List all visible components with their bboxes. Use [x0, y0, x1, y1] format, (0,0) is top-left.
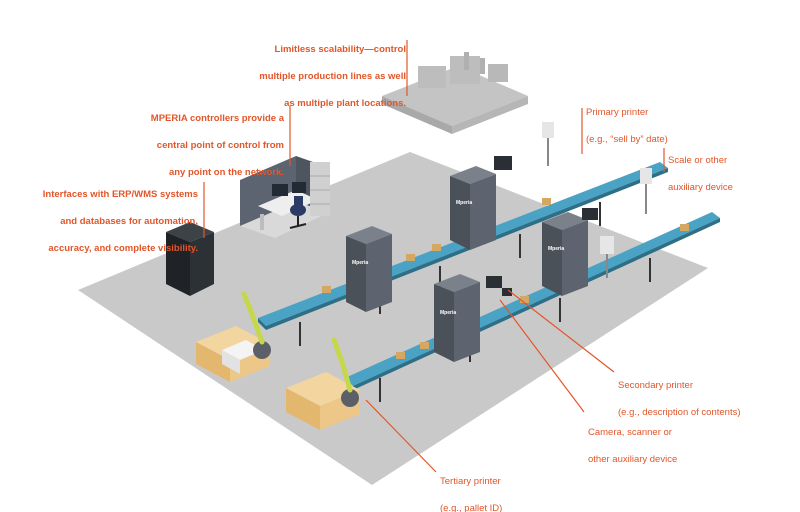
camera-scanner: [502, 288, 512, 296]
packaging-machine-1: [346, 226, 392, 312]
primary-printer: [494, 122, 554, 170]
callout-erp: Interfaces with ERP/WMS systems and data…: [42, 189, 198, 255]
callout-scale: Scale or other auxiliary device: [668, 155, 733, 194]
callout-tertiary-printer: Tertiary printer (e.g., pallet ID): [440, 476, 503, 512]
server-rack: [166, 222, 214, 296]
secondary-printer: [486, 208, 614, 288]
pallet-station-2: [286, 337, 360, 430]
callout-primary-printer: Primary printer (e.g., “sell by” date): [586, 107, 668, 146]
packaging-machine-4: [542, 212, 588, 296]
callout-camera: Camera, scanner or other auxiliary devic…: [588, 427, 678, 466]
remote-plant: [382, 52, 528, 134]
machine-label-2: Mperia: [456, 200, 472, 206]
callout-mperia: MPERIA controllers provide a central poi…: [150, 113, 284, 179]
machine-label-4: Mperia: [548, 246, 564, 252]
callout-leaders: [203, 40, 665, 473]
scale-device: [640, 168, 652, 214]
callout-secondary-printer: Secondary printer (e.g., description of …: [618, 380, 741, 419]
machine-label-3: Mperia: [440, 310, 456, 316]
mperia-workstation: [240, 156, 330, 238]
callout-scalability: Limitless scalability—control multiple p…: [259, 44, 406, 110]
pallet-station-1: [196, 291, 271, 382]
packaging-machine-3: [434, 274, 480, 362]
packaging-machine-2: [450, 166, 496, 250]
machine-label-1: Mperia: [352, 260, 368, 266]
